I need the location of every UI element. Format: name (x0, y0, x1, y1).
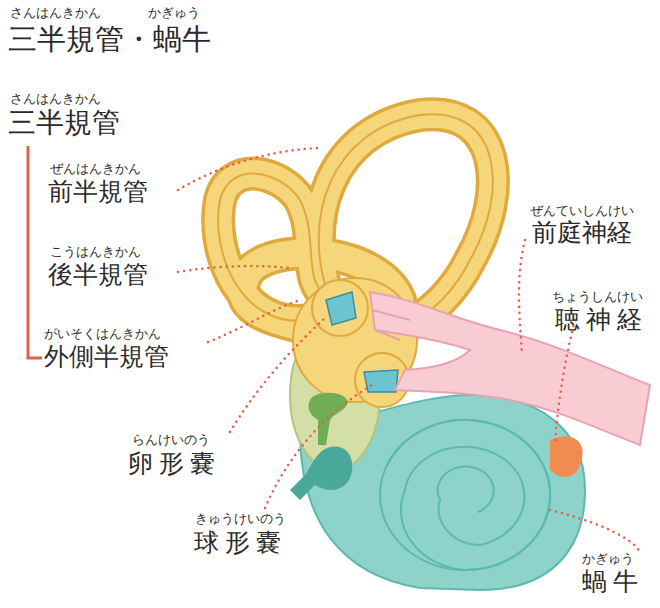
part-name: 前半規管 (48, 178, 148, 206)
part-name: 蝸牛 (582, 568, 644, 596)
furigana: さんはんきかん (10, 92, 101, 106)
title: 三半規管・蝸牛 (8, 24, 211, 56)
part-name: 前庭神経 (532, 219, 632, 247)
furigana: こうはんきかん (50, 245, 141, 259)
nerve-branch (372, 310, 410, 340)
crista (326, 292, 356, 325)
part-name: 後半規管 (48, 261, 148, 289)
section-heading: 三半規管 (8, 108, 120, 139)
part-name: 外側半規管 (44, 343, 169, 371)
part-name: 卵形嚢 (128, 450, 221, 478)
furigana: ぜんていしんけい (530, 204, 634, 218)
furigana: らんけいのう (132, 433, 210, 447)
furigana: かぎゅう (148, 6, 200, 20)
part-name: 球形嚢 (194, 529, 287, 557)
saccule (290, 447, 352, 500)
cochlear-nerve-root (550, 436, 583, 477)
furigana: かぎゅう (582, 552, 634, 566)
ampulla (312, 280, 368, 336)
cochlea-coil (380, 420, 550, 570)
furigana: がいそくはんきかん (44, 327, 161, 341)
cochlea-spiral (385, 420, 550, 570)
bracket (28, 146, 42, 358)
furigana: きゅうけいのう (195, 512, 286, 526)
leader-lines (178, 148, 640, 552)
furigana: さんはんきかん (10, 6, 101, 20)
nerve (370, 292, 650, 445)
part-name: 聴神経 (555, 306, 648, 334)
crista (364, 370, 398, 392)
furigana: ぜんはんきかん (50, 162, 141, 176)
furigana: ちょうしんけい (552, 290, 643, 304)
